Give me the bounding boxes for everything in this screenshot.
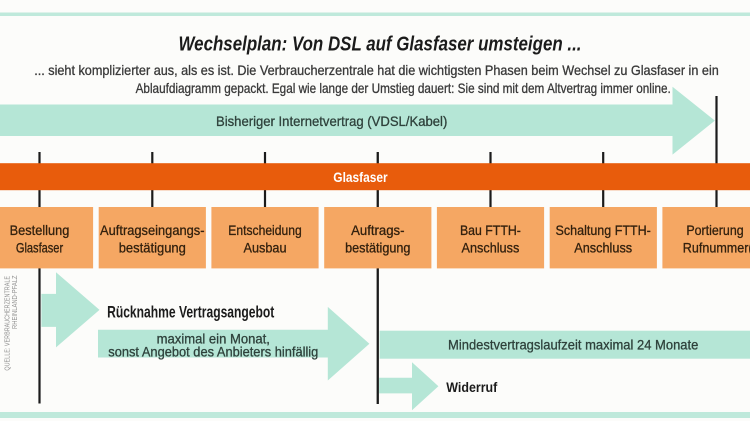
svg-text:Schaltung FTTH-: Schaltung FTTH- (556, 222, 652, 238)
svg-text:Rufnummer(n): Rufnummer(n) (683, 240, 750, 256)
svg-text:Wechselplan: Von DSL auf Glasf: Wechselplan: Von DSL auf Glasfaser umste… (179, 34, 582, 56)
svg-text:sonst Angebot des Anbieters hi: sonst Angebot des Anbieters hinfällig (108, 343, 318, 359)
svg-text:bestätigung: bestätigung (119, 240, 186, 256)
svg-text:Entscheidung: Entscheidung (228, 222, 301, 238)
svg-text:Bestellung: Bestellung (10, 222, 70, 238)
svg-text:Anschluss: Anschluss (462, 240, 520, 256)
svg-text:Mindestvertragslaufzeit maxima: Mindestvertragslaufzeit maximal 24 Monat… (448, 336, 698, 352)
svg-text:Ablaufdiagramm gepackt. Egal w: Ablaufdiagramm gepackt. Egal wie lange d… (136, 81, 671, 96)
svg-text:Auftragseingangs-: Auftragseingangs- (100, 222, 205, 238)
svg-text:Anschluss: Anschluss (574, 240, 632, 256)
svg-text:Widerruf: Widerruf (446, 379, 497, 395)
svg-text:Glasfaser: Glasfaser (333, 170, 388, 185)
svg-text:maximal ein Monat,: maximal ein Monat, (157, 331, 270, 347)
svg-text:... sieht komplizierter aus, a: ... sieht komplizierter aus, als es ist.… (34, 63, 719, 78)
svg-text:QUELLE: VERBRAUCHERZENTRALE: QUELLE: VERBRAUCHERZENTRALE (3, 276, 12, 371)
svg-text:Auftrags-: Auftrags- (351, 222, 405, 238)
svg-text:Ausbau: Ausbau (244, 240, 287, 256)
svg-text:RHEINLAND-PFALZ: RHEINLAND-PFALZ (10, 275, 19, 329)
svg-text:Bisheriger Internetvertrag (VD: Bisheriger Internetvertrag (VDSL/Kabel) (216, 113, 447, 129)
svg-text:Bau FTTH-: Bau FTTH- (460, 222, 521, 238)
svg-text:Portierung: Portierung (686, 222, 743, 238)
svg-text:Rücknahme Vertragsangebot: Rücknahme Vertragsangebot (107, 303, 275, 321)
svg-text:bestätigung: bestätigung (345, 240, 410, 256)
svg-text:Glasfaser: Glasfaser (16, 240, 64, 256)
